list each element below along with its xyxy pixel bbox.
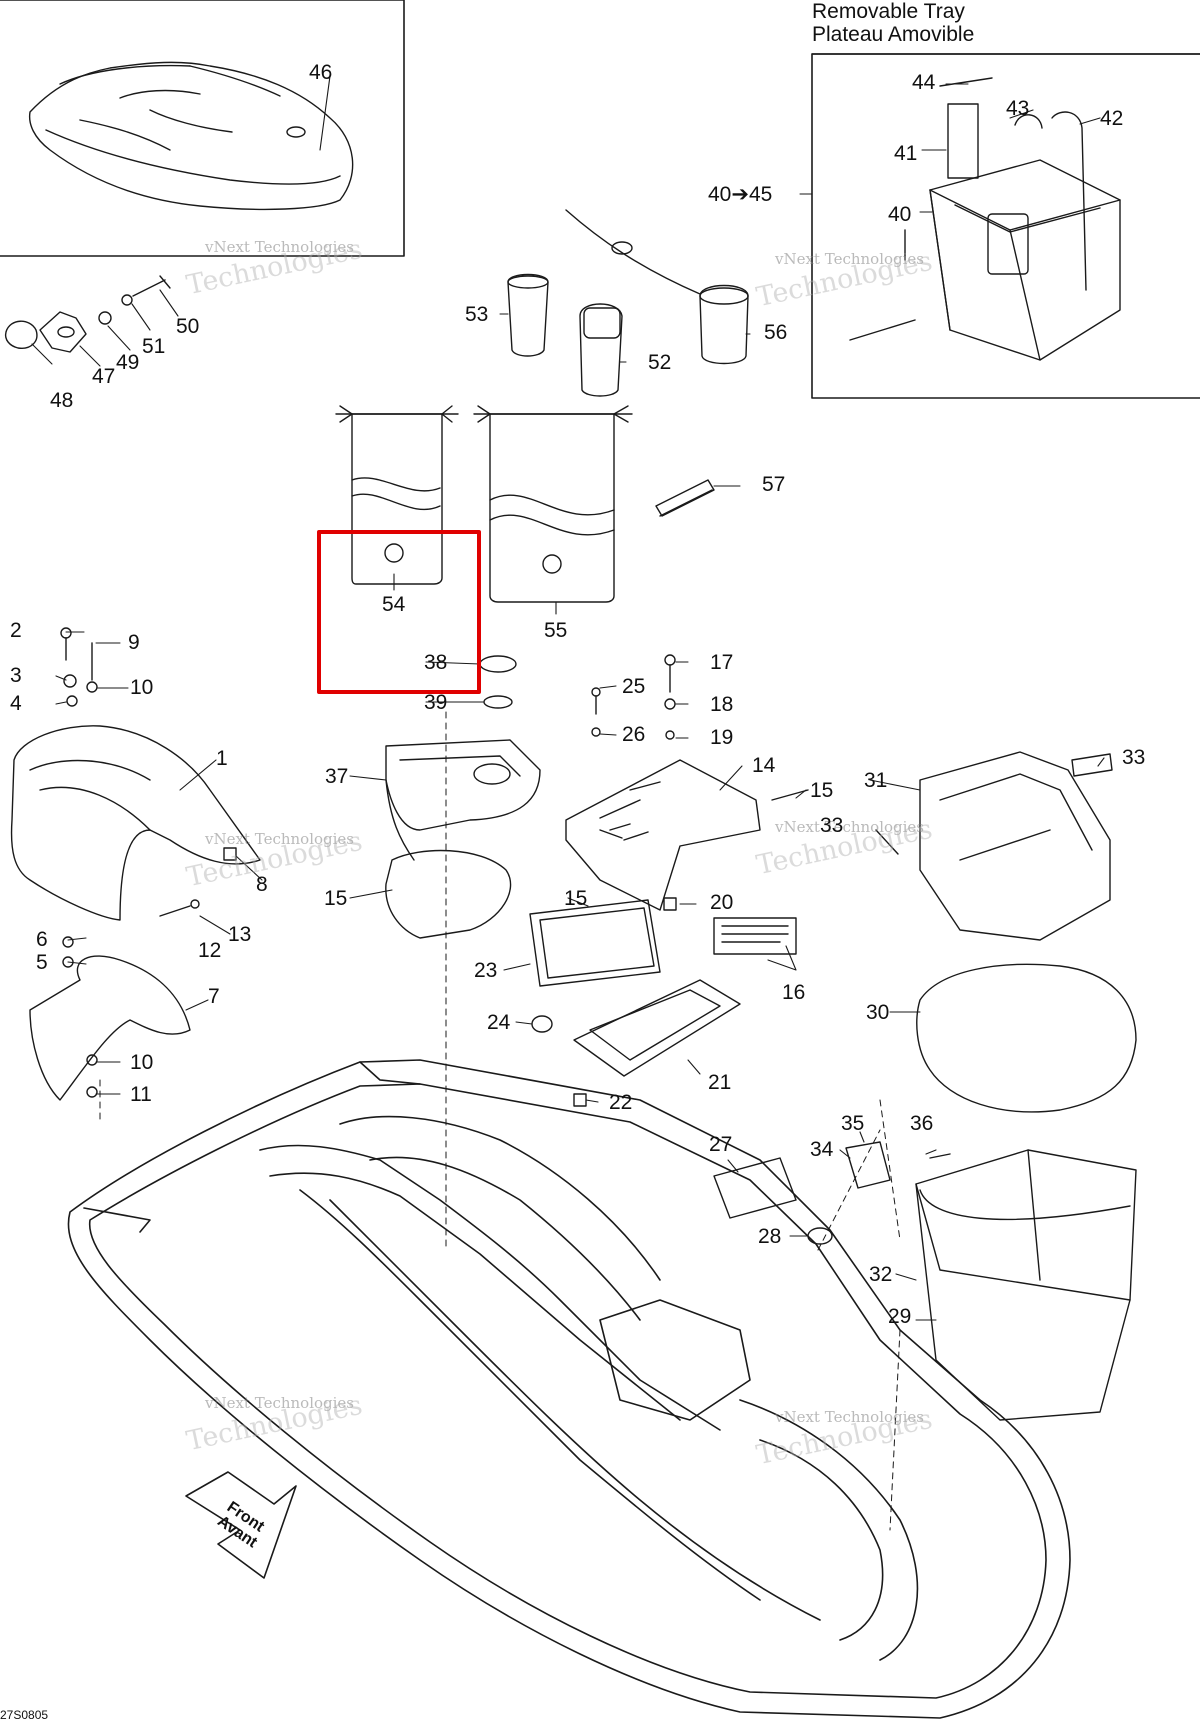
callout-label: 33 <box>820 814 844 837</box>
callout-label: 15 <box>810 779 834 802</box>
callout-label: 21 <box>708 1071 732 1094</box>
callout-label: 25 <box>622 675 646 698</box>
callout-label: 10 <box>130 1051 154 1074</box>
glove-box-37 <box>385 655 541 939</box>
tray-title: Removable Tray Plateau Amovible <box>812 0 974 46</box>
callout-label: 30 <box>866 1001 890 1024</box>
cover-inset-box <box>0 0 405 257</box>
callout-label: 53 <box>465 303 489 326</box>
diagram-code: 27S0805 <box>0 1708 49 1722</box>
callout-label: 2 <box>10 619 22 642</box>
callout-label: 28 <box>758 1225 782 1248</box>
callout-label: 34 <box>810 1138 834 1161</box>
callout-label: 3 <box>10 664 22 687</box>
callout-label: 19 <box>710 726 734 749</box>
callout-label: 52 <box>648 351 672 374</box>
callout-label: 35 <box>841 1112 865 1135</box>
callout-label: 29 <box>888 1305 912 1328</box>
callout-label: 18 <box>710 693 734 716</box>
callout-label: 33 <box>1122 746 1146 769</box>
callout-label: 8 <box>256 873 268 896</box>
callout-label: 13 <box>228 923 252 946</box>
strap-57 <box>655 479 715 517</box>
storage-bin-29 <box>713 1141 1137 1421</box>
highlight-box-54 <box>317 530 481 694</box>
callout-label: 42 <box>1100 107 1124 130</box>
callout-label: 49 <box>116 351 140 374</box>
callout-label: 41 <box>894 142 918 165</box>
callout-label: 50 <box>176 315 200 338</box>
callout-label: 9 <box>128 631 140 654</box>
callout-label: 22 <box>609 1091 633 1114</box>
callout-label: 55 <box>544 619 568 642</box>
callout-label-highlighted: 54 <box>382 593 406 616</box>
callout-label: 5 <box>36 951 48 974</box>
callout-label: 44 <box>912 71 936 94</box>
callout-label: 1 <box>216 747 228 770</box>
callout-label: 39 <box>424 691 448 714</box>
front-arrow <box>185 1471 297 1579</box>
callout-label: 38 <box>424 651 448 674</box>
callout-label: 40 <box>888 203 912 226</box>
tray-title-line1: Removable Tray <box>812 0 965 23</box>
callout-label: 46 <box>309 61 333 84</box>
callout-label: 24 <box>487 1011 511 1034</box>
callout-label: 15 <box>324 887 348 910</box>
warning-label-16 <box>713 917 797 955</box>
callout-label: 15 <box>564 887 588 910</box>
callout-label: 11 <box>130 1083 152 1106</box>
callout-label: 47 <box>92 365 116 388</box>
callout-label: 27 <box>709 1133 733 1156</box>
callout-label: 37 <box>325 765 349 788</box>
callout-label: 40➔45 <box>708 183 773 206</box>
tray-21-assembly <box>529 899 741 1107</box>
rear-storage-cover-31 <box>875 751 1113 941</box>
alignment-lines <box>99 711 901 1531</box>
console-parts <box>565 654 809 911</box>
callout-label: 31 <box>864 769 888 792</box>
leader-lines <box>31 75 1105 1321</box>
callout-label: 48 <box>50 389 74 412</box>
removable-tray-inset-box <box>811 53 1200 399</box>
callout-label: 36 <box>910 1112 934 1135</box>
tray-title-line2: Plateau Amovible <box>812 23 975 46</box>
callout-label: 43 <box>1006 97 1030 120</box>
callout-label: 7 <box>208 985 220 1008</box>
callout-label: 26 <box>622 723 646 746</box>
front-cover-assembly <box>10 627 261 1101</box>
callout-label: 4 <box>10 692 22 715</box>
callout-label: 51 <box>142 335 166 358</box>
callout-label: 6 <box>36 928 48 951</box>
callout-label: 23 <box>474 959 498 982</box>
container-group-52-53-56 <box>507 209 749 397</box>
callout-label: 20 <box>710 891 734 914</box>
callout-label: 12 <box>198 939 222 962</box>
hull-body <box>67 1059 1071 1719</box>
dry-bags-54-55 <box>335 405 633 603</box>
callout-label: 32 <box>869 1263 893 1286</box>
callout-label: 17 <box>710 651 734 674</box>
callout-label: 10 <box>130 676 154 699</box>
callout-label: 14 <box>752 754 776 777</box>
callout-label: 57 <box>762 473 786 496</box>
callout-label: 16 <box>782 981 806 1004</box>
callout-label: 56 <box>764 321 788 344</box>
gasket-30 <box>916 963 1137 1113</box>
